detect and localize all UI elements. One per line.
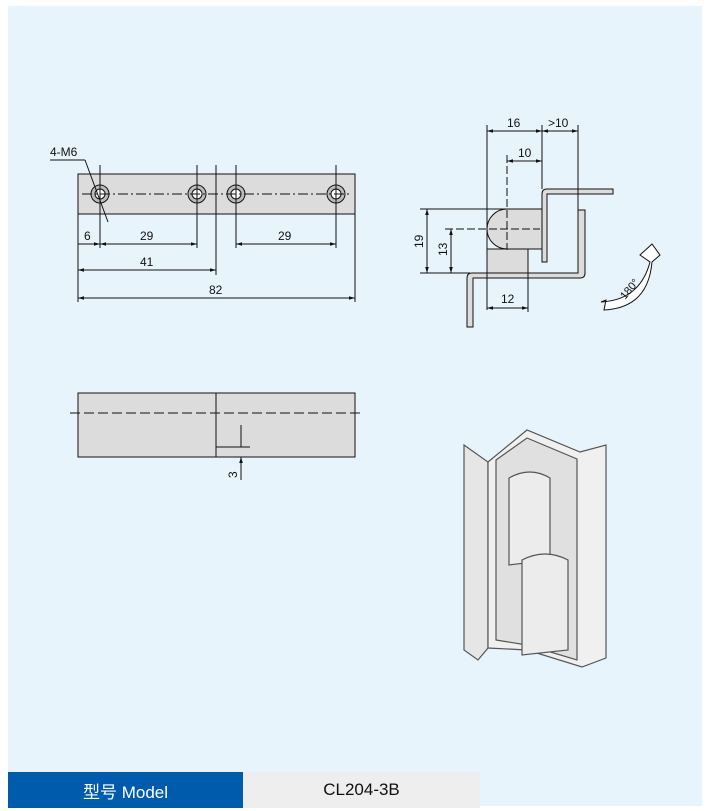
dim-10: 10 — [518, 146, 532, 160]
dim-3: 3 — [226, 471, 240, 478]
top-view — [50, 159, 356, 302]
spec-bar: 型号 Model CL204-3B — [8, 772, 480, 808]
dim-19: 19 — [412, 234, 426, 248]
profile-view — [420, 125, 661, 328]
dim-16: 16 — [507, 116, 521, 130]
dim-gt10: >10 — [548, 116, 569, 130]
dim-6: 6 — [84, 229, 91, 243]
model-label: 型号 Model — [8, 772, 243, 808]
dim-82: 82 — [209, 283, 223, 297]
dim-29a: 29 — [140, 229, 154, 243]
dim-13: 13 — [436, 242, 450, 256]
model-value: CL204-3B — [243, 772, 480, 808]
hinge-3d-view — [463, 429, 607, 668]
rotation-arrow-icon — [600, 243, 661, 311]
dim-29b: 29 — [278, 229, 292, 243]
side-view — [70, 392, 362, 480]
dim-41: 41 — [140, 255, 154, 269]
thread-callout: 4-M6 — [50, 145, 78, 159]
dim-12: 12 — [501, 292, 515, 306]
